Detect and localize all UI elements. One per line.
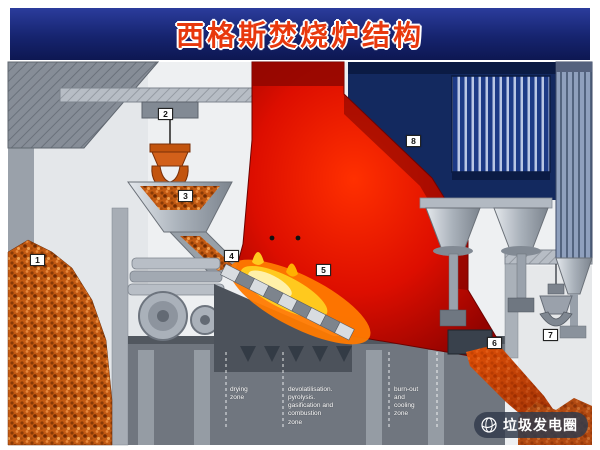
title-banner: 西格斯焚烧炉结构 (10, 8, 590, 60)
callout-1: 1 (30, 254, 45, 266)
callout-6: 6 (487, 337, 502, 349)
flue-dust-hoppers (419, 197, 553, 327)
boiler (348, 61, 593, 339)
callout-4: 4 (224, 250, 239, 262)
waste-bunker-pile (7, 239, 113, 446)
zone-label-combustion: devolatilisation. pyrolysis. gasificatio… (288, 386, 334, 426)
globe-icon (481, 417, 497, 433)
zone-separators (225, 352, 438, 430)
page-title: 西格斯焚烧炉结构 (175, 20, 424, 51)
callout-3: 3 (178, 190, 193, 202)
grate (220, 263, 355, 341)
zone-label-burnout: burn-out and cooling zone (394, 386, 419, 418)
watermark: 垃圾发电圈 (474, 412, 588, 438)
callout-7: 7 (543, 329, 558, 341)
callout-8: 8 (406, 135, 421, 147)
watermark-text: 垃圾发电圈 (503, 417, 578, 433)
callout-2: 2 (158, 108, 173, 120)
feeder-rollers (127, 257, 225, 341)
callout-5: 5 (316, 264, 331, 276)
grate-support-structure (214, 284, 352, 372)
zone-label-drying: drying zone (230, 386, 248, 402)
